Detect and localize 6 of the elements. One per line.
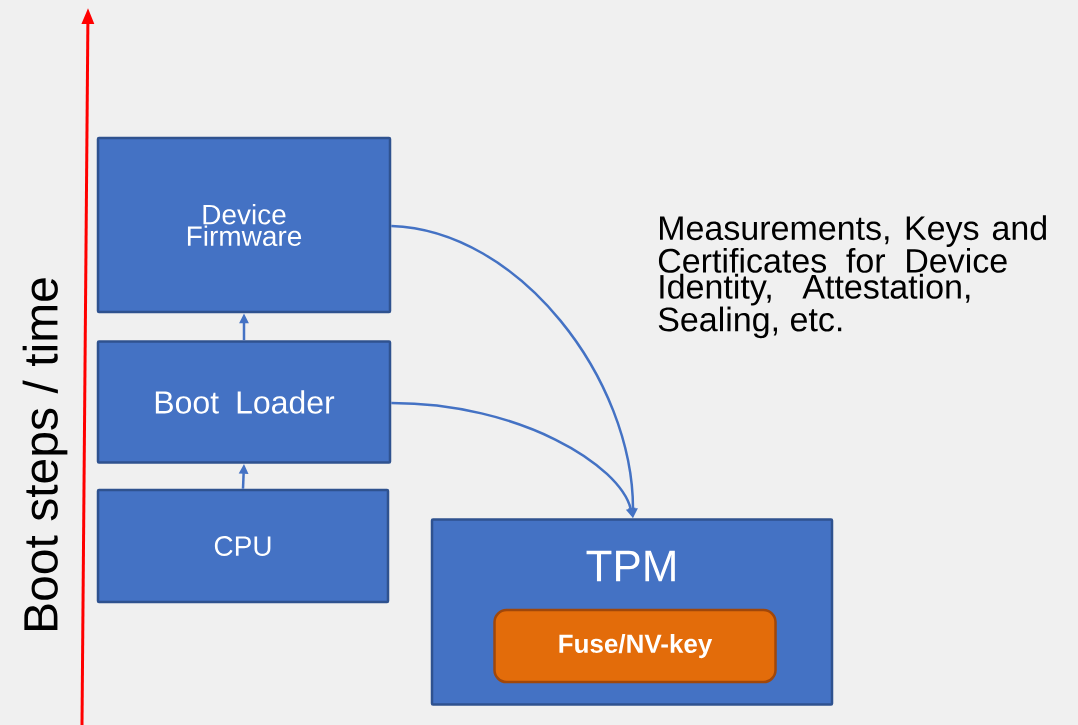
annotation-text: Measurements, Keys and Certificates for Device Identity, Attestation, Sealing, etc.	[658, 215, 1046, 339]
key-box: Fuse/NV-key	[493, 608, 777, 684]
axis-label: Boot steps / time	[22, 278, 68, 630]
firmware-box: Device Firmware	[96, 136, 392, 314]
cpu-box: CPU	[96, 488, 390, 604]
bootloader-box: Boot Loader	[96, 340, 392, 464]
